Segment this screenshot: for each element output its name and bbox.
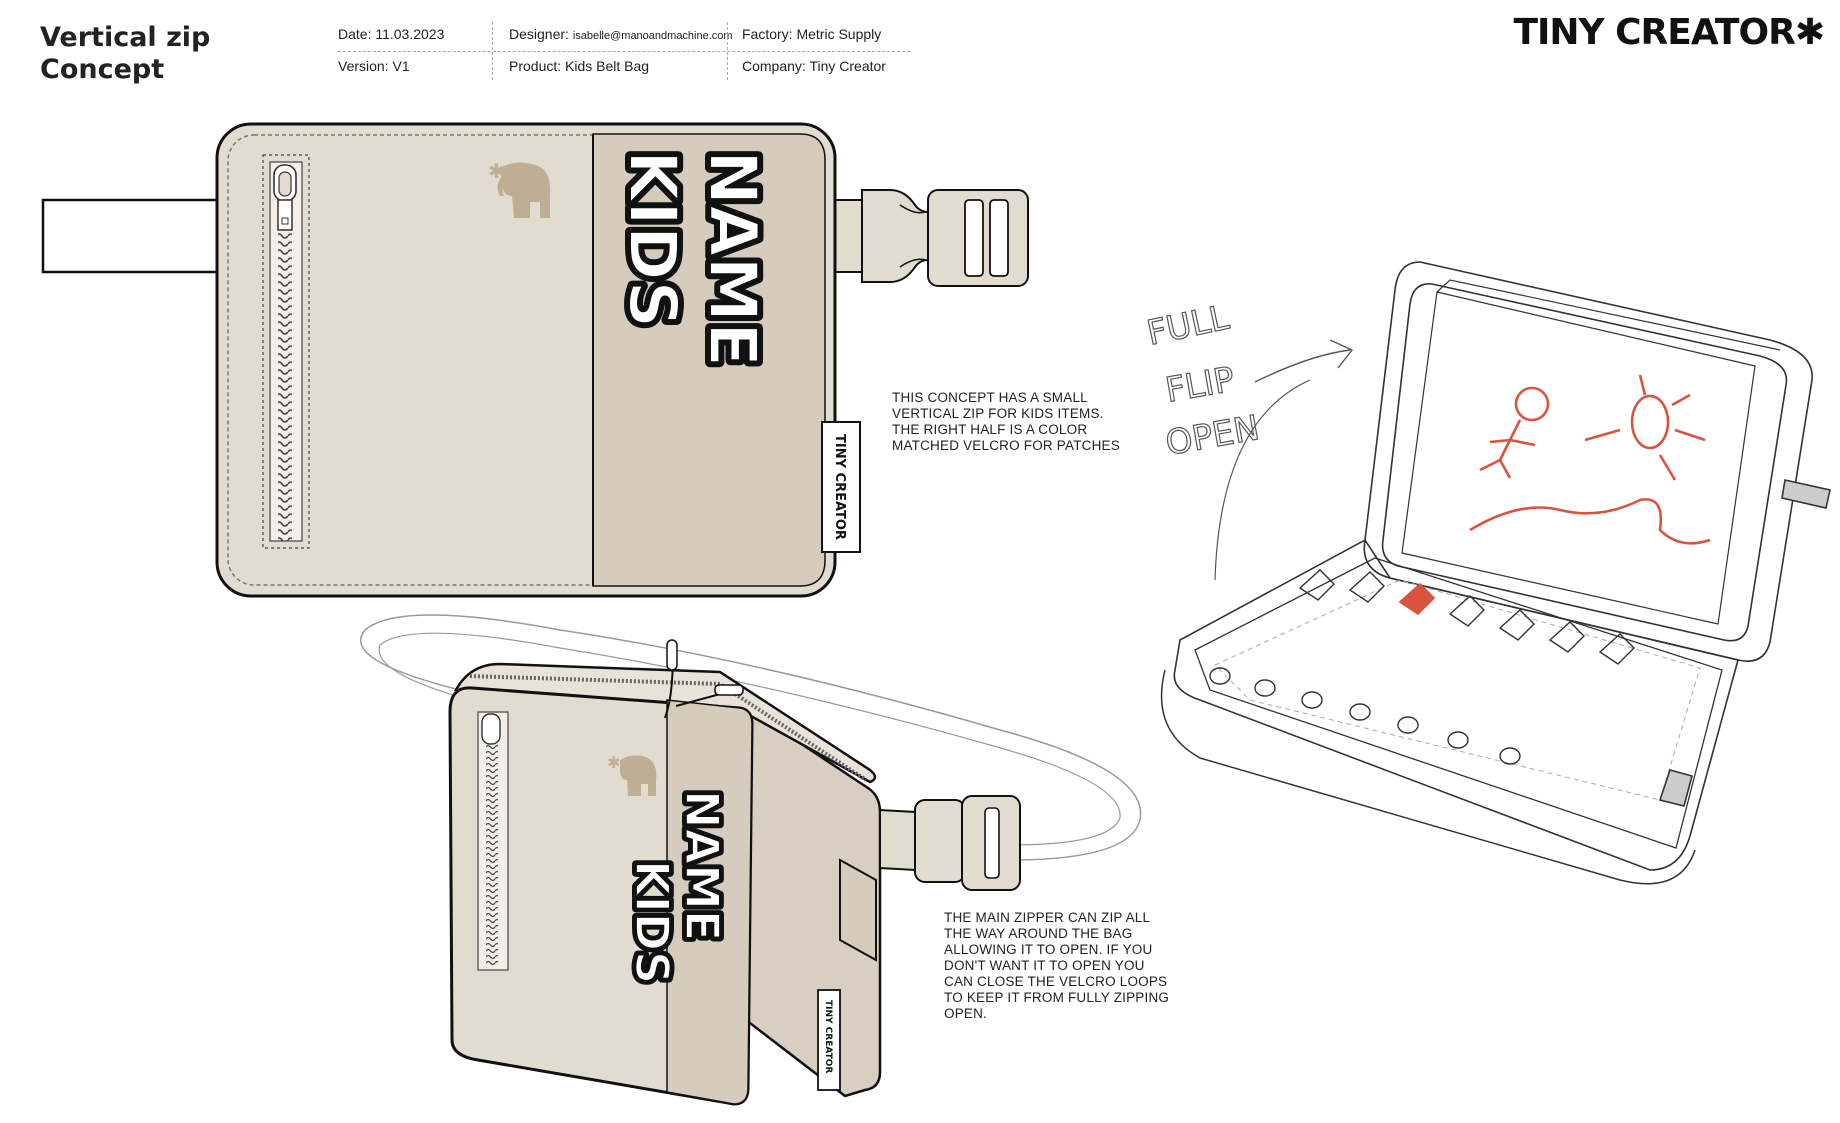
meta-date: Date: 11.03.2023 xyxy=(338,26,445,42)
flat-kids-name-patch: KIDS KIDS xyxy=(609,145,696,333)
meta-designer: Designer: isabelle@manoandmachine.com xyxy=(509,26,733,42)
title-line-1: Vertical zip xyxy=(40,22,211,53)
note-zipper-line: DON'T WANT IT TO OPEN YOU xyxy=(944,958,1145,973)
flat-patch-line2-outline: NAME xyxy=(694,150,771,367)
designer-label: Designer: xyxy=(509,26,573,42)
open-bag-sketch xyxy=(1160,261,1831,885)
brand-logo: TINY CREATOR✱ xyxy=(1513,12,1825,53)
sketch-note-line2: FLIP xyxy=(1163,359,1238,410)
perspective-patch-line1-outline: KIDS xyxy=(625,860,679,984)
meta-version: Version: V1 xyxy=(338,58,410,74)
meta-factory: Factory: Metric Supply xyxy=(742,26,882,42)
flat-left-strap xyxy=(41,198,221,274)
designer-email: isabelle@manoandmachine.com xyxy=(572,30,733,42)
note-zipper-line: ALLOWING IT TO OPEN. IF YOU xyxy=(944,942,1153,957)
note-zipper: THE MAIN ZIPPER CAN ZIP ALL THE WAY AROU… xyxy=(944,910,1169,1022)
svg-text:✱: ✱ xyxy=(607,753,620,772)
note-concept-line: THIS CONCEPT HAS A SMALL xyxy=(892,390,1088,405)
sketch-note-line3: OPEN xyxy=(1163,408,1263,464)
brand-logo-mark: ✱ xyxy=(1794,12,1825,53)
flat-label-tag: TINY CREATOR xyxy=(821,421,861,553)
meta-company: Company: Tiny Creator xyxy=(742,58,886,74)
meta-divider-v1 xyxy=(492,22,493,80)
note-concept-line: MATCHED VELCRO FOR PATCHES xyxy=(892,438,1120,453)
note-zipper-line: CAN CLOSE THE VELCRO LOOPS xyxy=(944,974,1168,989)
sketch-base xyxy=(1173,538,1739,871)
sketch-handwritten-note: FULL FLIP OPEN xyxy=(1143,297,1263,465)
perspective-patch-line2: NAME xyxy=(675,790,729,941)
flat-patch-line1: KIDS xyxy=(614,150,691,328)
flat-elephant-logo: ✱ xyxy=(488,159,551,218)
perspective-label-text: TINY CREATOR xyxy=(823,1000,833,1073)
perspective-patch-line1: KIDS xyxy=(625,860,679,984)
perspective-bag-view: ✱ NAME NAME KIDS KIDS TINY CREATOR xyxy=(359,614,1142,1106)
concept-title: Vertical zip Concept xyxy=(40,22,210,86)
flat-bag-view: ✱ KIDS KIDS NAME NAME TINY CREATOR xyxy=(41,122,1029,598)
note-zipper-line: OPEN. xyxy=(944,1006,988,1021)
flat-kids-name-patch-2: NAME NAME xyxy=(689,145,776,372)
perspective-patch-line2-outline: NAME xyxy=(675,790,729,941)
flat-velcro-panel xyxy=(592,133,826,587)
note-concept-line: THE RIGHT HALF IS A COLOR xyxy=(892,422,1088,437)
note-zipper-line: THE WAY AROUND THE BAG xyxy=(944,926,1133,941)
note-concept: THIS CONCEPT HAS A SMALL VERTICAL ZIP FO… xyxy=(892,390,1120,454)
note-zipper-line: THE MAIN ZIPPER CAN ZIP ALL xyxy=(944,910,1151,925)
sketch-note-line1: FULL xyxy=(1144,298,1233,354)
perspective-buckle xyxy=(914,795,1021,891)
title-line-2: Concept xyxy=(40,54,165,85)
brand-logo-text: TINY CREATOR xyxy=(1513,12,1795,53)
flat-patch-line1-outline: KIDS xyxy=(614,150,691,328)
meta-divider-v2 xyxy=(727,22,728,80)
note-concept-line: VERTICAL ZIP FOR KIDS ITEMS. xyxy=(892,406,1104,421)
svg-text:✱: ✱ xyxy=(488,159,505,183)
perspective-elephant-logo: ✱ xyxy=(607,753,657,796)
meta-divider-h xyxy=(338,51,910,52)
note-zipper-line: TO KEEP IT FROM FULLY ZIPPING xyxy=(944,990,1170,1005)
perspective-strap xyxy=(359,614,1142,861)
flat-buckle xyxy=(861,189,1029,287)
flat-patch-line2: NAME xyxy=(694,150,771,367)
meta-product: Product: Kids Belt Bag xyxy=(509,58,650,74)
sketch-red-drawing xyxy=(1469,374,1711,545)
flat-vertical-zipper xyxy=(262,154,310,549)
sketch-crayons xyxy=(1209,569,1635,765)
flat-label-text: TINY CREATOR xyxy=(832,434,847,540)
